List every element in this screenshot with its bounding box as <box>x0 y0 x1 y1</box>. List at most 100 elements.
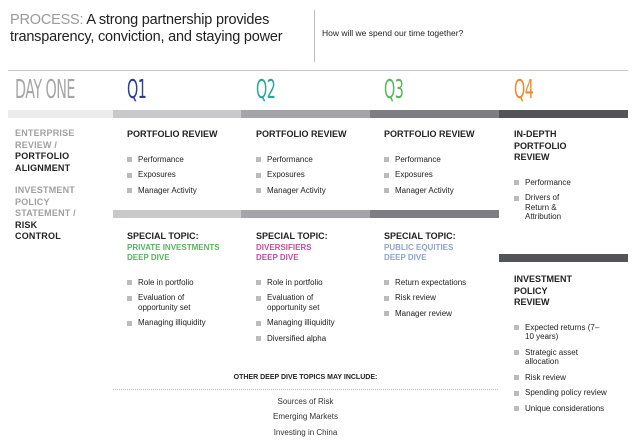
text: Managing illiquidity <box>267 318 335 327</box>
other-topics-heading: OTHER DEEP DIVE TOPICS MAY INCLUDE: <box>233 374 378 381</box>
dotted-divider <box>113 389 498 390</box>
text: Role in portfolio <box>138 277 194 287</box>
list-item: Unique considerations <box>514 404 624 414</box>
list-item: Diversified alpha <box>256 334 366 344</box>
text: POLICY <box>514 285 548 296</box>
text: Manager Activity <box>395 185 454 195</box>
list-item: Return expectations <box>384 278 494 288</box>
text: Strategic asset allocation <box>525 347 578 367</box>
list-item: Strategic asset allocation <box>514 348 600 367</box>
list-item: Expected returns (7–10 years) <box>514 323 605 342</box>
list-item: Exposures <box>127 170 237 180</box>
text: SPECIAL TOPIC: <box>127 231 199 241</box>
bullet-icon <box>256 336 261 341</box>
timeline-bar-q2 <box>241 110 370 118</box>
text: REVIEW <box>514 297 550 307</box>
list-item: Evaluation of opportunity set <box>256 293 337 312</box>
text: ALIGNMENT <box>15 162 71 173</box>
bullet-icon <box>514 350 519 355</box>
list-item: Role in portfolio <box>127 278 242 288</box>
timeline-bar-q1 <box>113 110 241 118</box>
text: Performance <box>525 177 571 187</box>
label-q1: Q1 <box>127 75 147 105</box>
list-item: Risk review <box>384 293 494 303</box>
bullet-icon <box>256 295 261 301</box>
bullet-icon <box>256 188 261 193</box>
text: Return expectations <box>395 277 467 287</box>
text: Unique considerations <box>525 403 605 413</box>
text: DEEP DIVE <box>256 252 299 262</box>
text: Evaluation of opportunity set <box>267 293 320 312</box>
label-day-one: DAY ONE <box>15 75 75 105</box>
list-item: Evaluation of opportunity set <box>127 293 208 312</box>
list-item: Manager Activity <box>256 186 366 196</box>
text: transparency, conviction, and staying po… <box>10 29 283 45</box>
bullet-icon <box>384 157 389 162</box>
bullet-icon <box>127 280 132 285</box>
bullet-icon <box>384 172 389 178</box>
bullet-icon <box>384 295 389 301</box>
text: PRIVATE INVESTMENTS <box>127 242 220 252</box>
text: Performance <box>138 154 184 164</box>
text: Spending policy review <box>525 388 607 397</box>
text: PROCESS: <box>10 12 84 28</box>
bullet-icon <box>127 320 132 326</box>
list-item: Manager Activity <box>384 186 494 196</box>
bullet-icon <box>127 157 132 162</box>
label-q2: Q2 <box>256 75 276 105</box>
text: PUBLIC EQUITIES <box>384 242 454 252</box>
text: DEEP DIVE <box>384 252 427 262</box>
text: STATEMENT / <box>15 208 76 218</box>
timeline-bar-q4 <box>499 110 628 118</box>
bullet-icon <box>256 172 261 178</box>
text: DEEP DIVE <box>127 252 170 262</box>
ipr-bar-q4 <box>499 254 628 262</box>
bullet-icon <box>127 172 132 178</box>
divider <box>8 70 628 71</box>
text: CONTROL <box>15 231 61 241</box>
list-item: Spending policy review <box>514 388 624 398</box>
bullet-icon <box>514 195 519 201</box>
list-item: Performance <box>514 178 614 188</box>
list-item: Risk review <box>514 373 624 383</box>
text: REVIEW <box>514 152 550 162</box>
list-item: Role in portfolio <box>256 278 366 288</box>
list-item: Managing illiquidity <box>127 318 242 328</box>
subtitle-question: How will we spend our time together? <box>322 28 464 38</box>
text: Manager Activity <box>267 185 326 195</box>
bullet-icon <box>514 406 519 411</box>
text: PORTFOLIO <box>15 151 70 161</box>
bullet-icon <box>256 280 261 285</box>
text: SPECIAL TOPIC: <box>256 231 328 241</box>
bullet-icon <box>127 188 132 193</box>
other-topic-item: Sources of Risk <box>277 397 334 406</box>
label-q3: Q3 <box>384 75 404 105</box>
text: Drivers of Return & Attribution <box>525 193 562 221</box>
label-q4: Q4 <box>514 75 534 105</box>
list-item: Performance <box>127 155 237 165</box>
text: Expected returns (7–10 years) Strategic a… <box>514 323 624 414</box>
text: Performance <box>395 154 441 164</box>
list-item: Exposures <box>256 170 366 180</box>
text: Manager Activity <box>138 185 197 195</box>
bullet-icon <box>256 320 261 326</box>
text: INVESTMENT <box>15 185 76 195</box>
text: DIVERSIFIERS <box>256 242 312 252</box>
text: Exposures <box>395 170 433 179</box>
